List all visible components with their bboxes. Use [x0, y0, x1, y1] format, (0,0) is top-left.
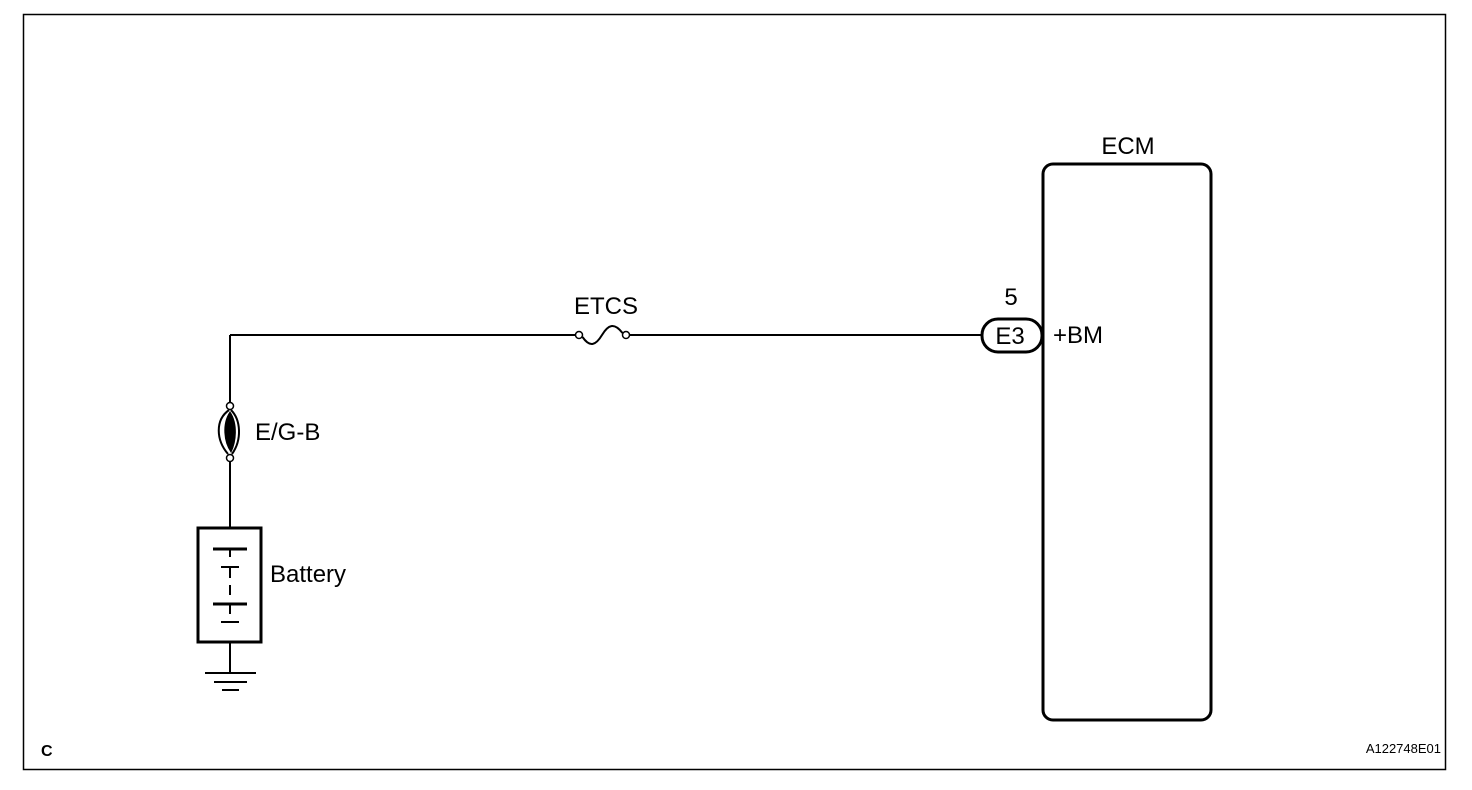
fuse-etcs-terminal-right	[621, 330, 631, 340]
fuse-eg-b-element	[217, 409, 230, 455]
diagram-frame	[22, 13, 1447, 771]
fuse-etcs-label: ETCS	[574, 293, 638, 320]
battery: Battery	[196, 526, 346, 644]
fuse-etcs-terminal-left	[574, 330, 584, 340]
fuse-eg-b-label: E/G-B	[255, 419, 320, 446]
fuse-eg-b-element-2	[230, 409, 240, 455]
fuse-eg-b-terminal-top	[225, 401, 235, 411]
connector-e3: 5 E3 +BM	[980, 284, 1103, 354]
ecm-label: ECM	[1101, 133, 1154, 160]
corner-code: C	[41, 743, 53, 760]
fuse-eg-b: E/G-B	[217, 401, 320, 463]
terminal-bm-label: +BM	[1053, 322, 1103, 349]
fuse-eg-b-terminal-bottom	[225, 453, 235, 463]
fuse-etcs-element	[581, 325, 624, 345]
battery-label: Battery	[270, 561, 346, 588]
figure-id: A122748E01	[1366, 741, 1441, 756]
fuse-eg-b-element-3	[224, 411, 236, 453]
ecm-box	[1041, 162, 1213, 722]
wire-main	[229, 334, 982, 402]
ecm-block: ECM	[1041, 133, 1213, 722]
fuse-etcs: ETCS	[574, 293, 638, 345]
ground-icon	[205, 672, 256, 691]
pin-number: 5	[1004, 284, 1017, 311]
connector-e3-label: E3	[995, 323, 1024, 350]
